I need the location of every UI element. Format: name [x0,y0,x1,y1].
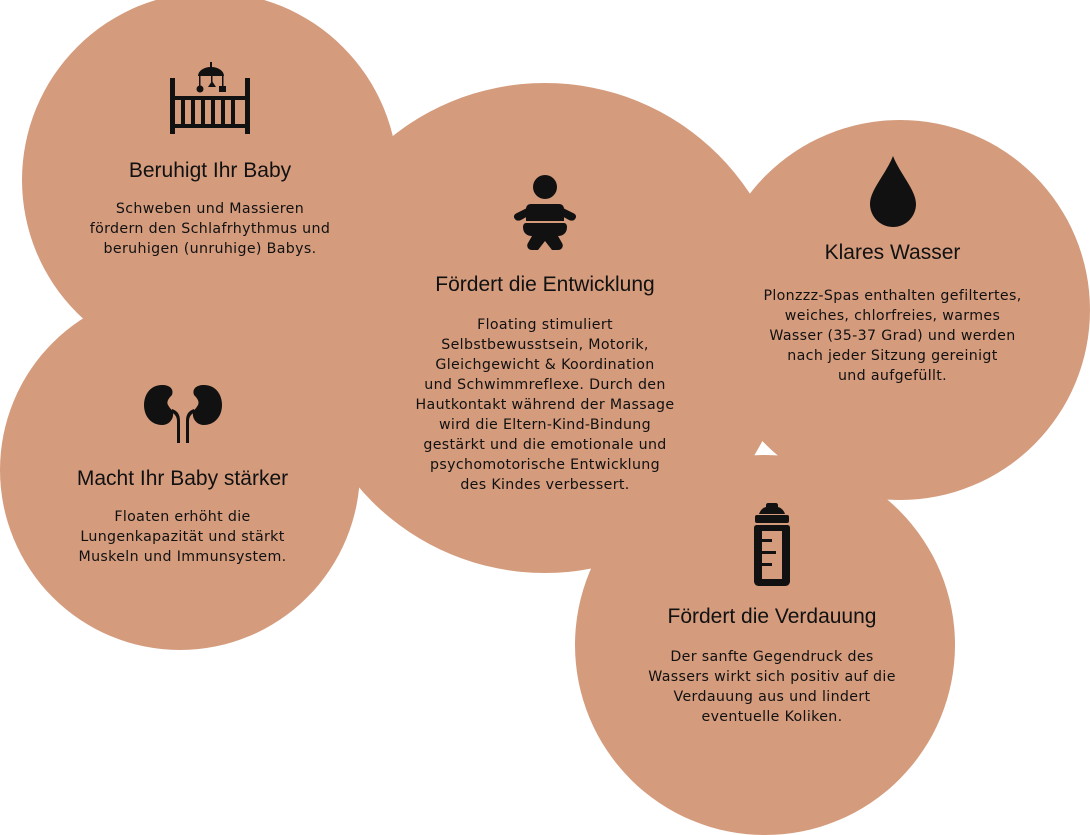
benefit-strength-title: Macht Ihr Baby stärker [76,467,289,490]
benefit-calm-text: Schweben und Massieren fördern den Schla… [89,201,331,257]
circle-strength [0,290,360,650]
benefit-water-title: Klares Wasser [824,241,961,264]
benefit-digestion: Fördert die Verdauung Der sanfte Gegendr… [612,501,932,727]
benefit-strength-text: Floaten erhöht die Lungenkapazität und s… [78,509,287,565]
circle-calm [22,0,398,368]
crib-icon [170,62,250,134]
water-drop-icon [869,156,916,227]
benefit-development: Fördert die Entwicklung Floating stimuli… [360,174,730,495]
circle-digestion [575,455,955,835]
benefit-water-text: Plonzzz-Spas enthalten gefiltertes, weic… [763,288,1022,384]
benefit-digestion-text: Der sanfte Gegendruck des Wassers wirkt … [648,649,896,725]
benefit-strength: Macht Ihr Baby stärker Floaten erhöht di… [30,383,335,567]
baby-bottle-icon [754,503,790,586]
circle-water [710,120,1090,500]
benefit-digestion-title: Fördert die Verdauung [667,605,877,628]
benefit-development-title: Fördert die Entwicklung [435,273,655,296]
benefit-water: Klares Wasser Plonzzz-Spas enthalten gef… [720,154,1065,386]
baby-icon [513,175,577,250]
benefit-calm: Beruhigt Ihr Baby Schweben und Massieren… [60,60,360,259]
benefit-calm-title: Beruhigt Ihr Baby [128,159,292,182]
circle-development [300,83,790,573]
benefit-development-text: Floating stimuliert Selbstbewusstsein, M… [415,317,675,493]
kidneys-icon [143,385,222,443]
